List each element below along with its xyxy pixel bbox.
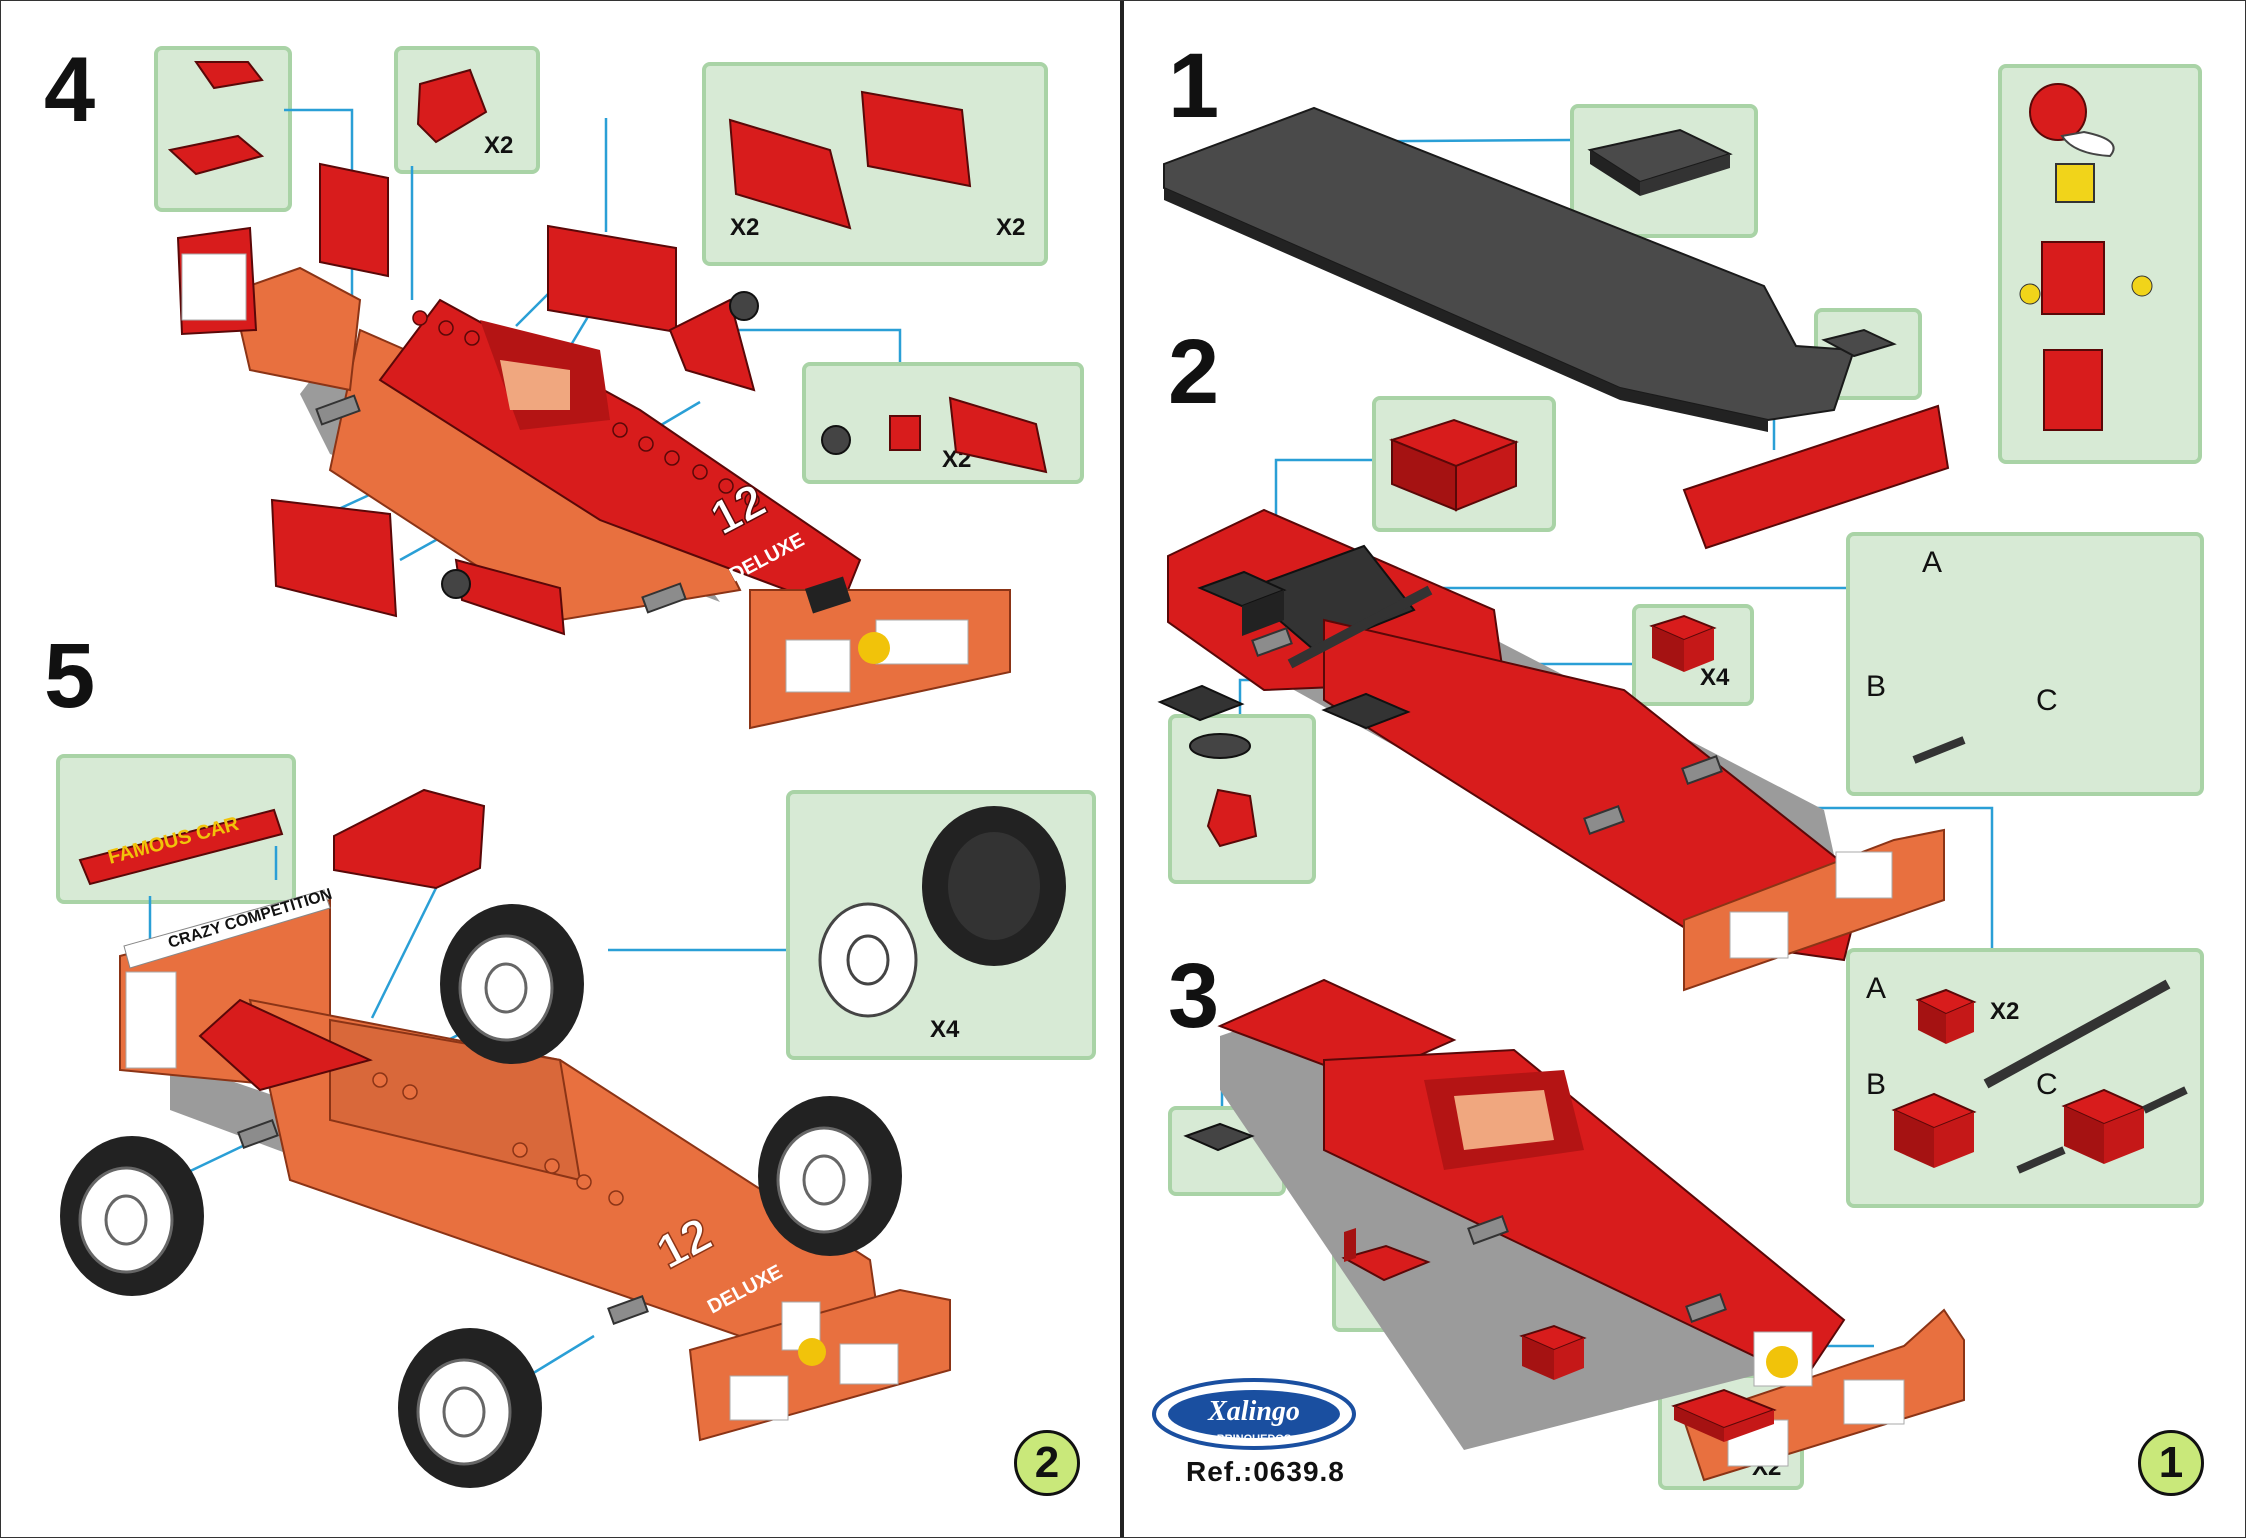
quantity-label: X2 xyxy=(730,214,760,241)
quantity-label: X2 xyxy=(484,132,514,159)
callout-plate-stack xyxy=(154,46,292,212)
step1-callout-parts xyxy=(1587,83,2153,431)
variant-label-a: A xyxy=(1866,972,1887,1005)
step2-car xyxy=(1167,508,1945,992)
step5-loose-parts: FAMOUS CAR xyxy=(78,788,486,890)
wheel-rear-right xyxy=(398,1328,542,1488)
instruction-page-right: 1 2 3 X4 A B C A X2 B C X4 X4 X2 xyxy=(1124,0,2246,1538)
step3-callout-parts xyxy=(1183,979,2188,1442)
step2-callout-parts xyxy=(1157,418,1966,848)
step4-car: 12 DELUXE xyxy=(176,162,1011,730)
logo-brand: Xalingo xyxy=(1207,1396,1300,1427)
logo-subtitle: BRINQUEDOS xyxy=(1217,1433,1292,1445)
variant-label-b: B xyxy=(1866,670,1887,703)
step-number-5: 5 xyxy=(44,625,96,727)
step-number-1: 1 xyxy=(1168,35,1220,137)
wheel-rear-left xyxy=(440,904,584,1064)
callout-axle-variants: A B C xyxy=(1846,532,2204,796)
variant-label-b: B xyxy=(1866,1068,1887,1101)
reference-code: Ref.:0639.8 xyxy=(1186,1456,1345,1487)
step1-baseplate xyxy=(1163,106,1950,550)
step-number-4: 4 xyxy=(44,39,96,141)
variant-label-c: C xyxy=(2036,684,2058,717)
instruction-page-left: 4 5 X2 X2 X2 X2 X4 xyxy=(0,0,1120,1538)
quantity-label: X2 xyxy=(1990,998,2020,1025)
page-number-badge: 2 xyxy=(1014,1430,1080,1496)
step4-step5-illustration: 12 DELUXE CRAZY COMPETITION xyxy=(60,61,1066,1488)
xalingo-logo: Xalingo BRINQUEDOS xyxy=(1152,1378,1356,1450)
quantity-label: X4 xyxy=(930,1016,960,1043)
wheel-set xyxy=(60,806,1066,1488)
wheel-front-right xyxy=(758,1096,902,1256)
step-number-2: 2 xyxy=(1168,321,1220,423)
step4-loose-parts xyxy=(167,61,1048,636)
step1-step3-illustration: Xalingo BRINQUEDOS xyxy=(1152,83,2188,1482)
book-spine xyxy=(1120,0,1124,1538)
variant-label-c: C xyxy=(2036,1068,2058,1101)
step3-car xyxy=(1217,978,1965,1482)
variant-label-a: A xyxy=(1922,546,1943,579)
quantity-label: X2 xyxy=(996,214,1026,241)
quantity-label: X4 xyxy=(1700,664,1730,691)
page-number-badge: 1 xyxy=(2138,1430,2204,1496)
step-number-3: 3 xyxy=(1168,945,1220,1047)
wheel-front-left xyxy=(60,1136,204,1296)
wheel-callout-tire xyxy=(818,806,1066,1018)
